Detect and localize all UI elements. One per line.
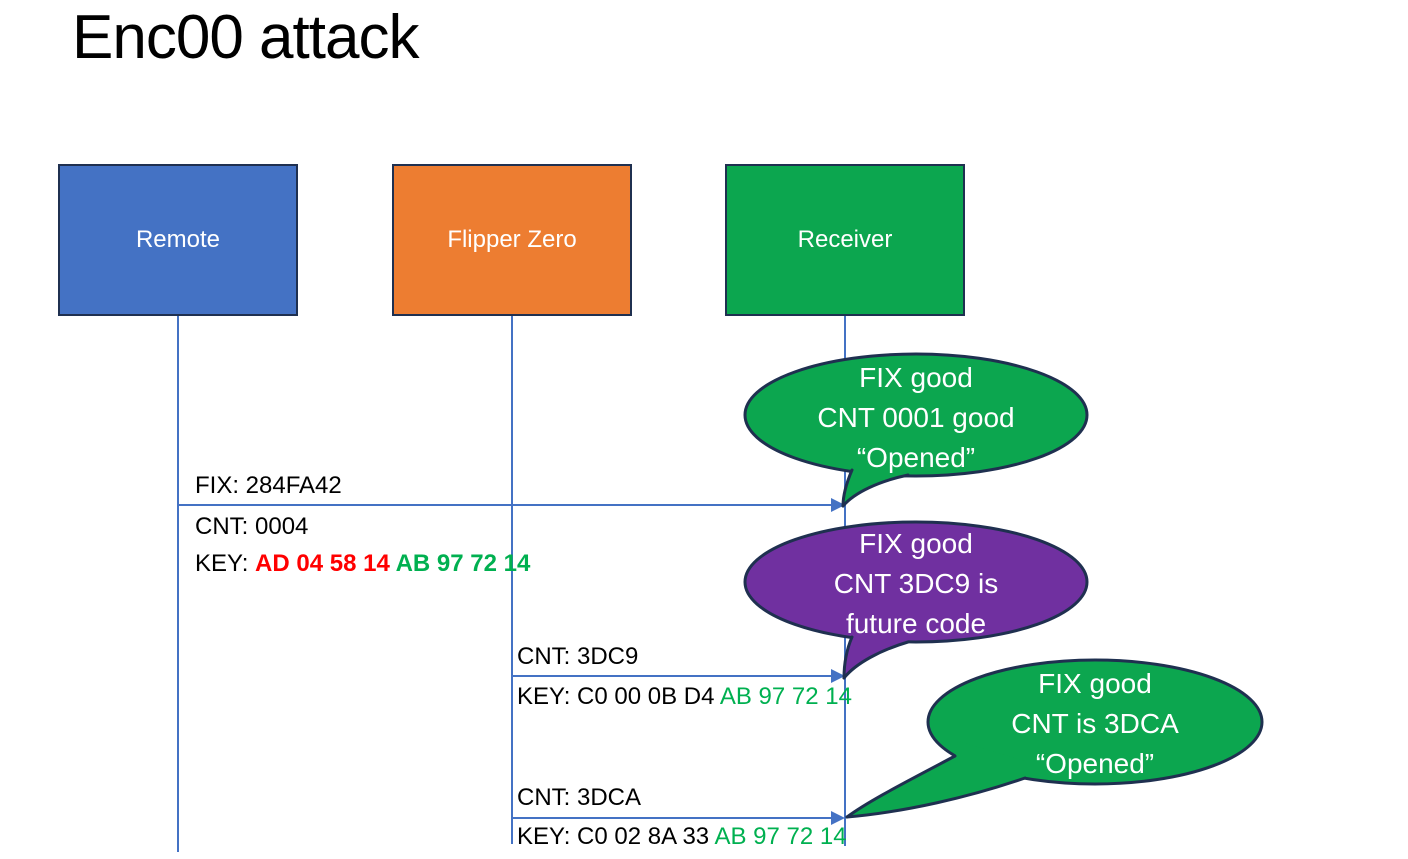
- message3-key-prefix: KEY:: [517, 823, 578, 850]
- callout3-line: FIX good: [1038, 668, 1152, 699]
- message3-key-fixed-bytes: AB 97 72 14: [714, 823, 847, 850]
- message3-key-label: KEY: C0 02 8A 33 AB 97 72 14: [517, 823, 847, 851]
- lifeline-remote: [177, 316, 179, 852]
- callout1-line: CNT 0001 good: [817, 402, 1015, 433]
- message1-key-label: KEY: AD 04 58 14 AB 97 72 14: [195, 550, 530, 578]
- actor-label-remote: Remote: [135, 226, 221, 253]
- callout-tail-edge: [841, 473, 910, 508]
- actor-label-flipper-zero: Flipper Zero: [447, 226, 577, 253]
- actor-box-receiver: Receiver: [725, 164, 965, 316]
- callout1-text: FIX good CNT 0001 good “Opened”: [746, 358, 1086, 478]
- message3-arrow-line: [512, 817, 832, 819]
- message1-key-fixed-bytes: AB 97 72 14: [395, 550, 531, 577]
- callout2-text: FIX good CNT 3DC9 is future code: [746, 524, 1086, 644]
- callout2-line: FIX good: [859, 528, 973, 559]
- lifeline-flipper-zero: [511, 316, 513, 844]
- message2-key-label: KEY: C0 00 0B D4 AB 97 72 14: [517, 683, 852, 711]
- callout-tail-edge: [842, 635, 854, 680]
- callout2-line: future code: [845, 608, 987, 639]
- message1-arrowhead-icon: [831, 498, 845, 512]
- callout-bubble-body: [926, 658, 1264, 786]
- callout3-line: “Opened”: [1035, 748, 1155, 779]
- callout-tail-edge: [845, 776, 1027, 819]
- callout-bubble-tail: [843, 457, 908, 506]
- actor-box-flipper-zero: Flipper Zero: [392, 164, 632, 316]
- callout-bubble-opened-1: [743, 352, 1089, 508]
- callout1-line: “Opened”: [856, 442, 976, 473]
- message1-arrow-line: [178, 504, 832, 506]
- actor-box-remote: Remote: [58, 164, 298, 316]
- callout-bubble-tail: [847, 741, 1025, 817]
- callout-bubble-tail: [844, 624, 908, 678]
- callout-bubble-body: [743, 352, 1089, 478]
- message2-key-changing-bytes: C0 00 0B D4: [577, 683, 720, 710]
- message2-cnt-label: CNT: 3DC9: [517, 643, 639, 670]
- message1-cnt-label: CNT: 0004: [195, 513, 309, 540]
- callout-bubble-future-code: [743, 520, 1089, 680]
- message2-key-fixed-bytes: AB 97 72 14: [719, 683, 852, 710]
- message2-arrow-line: [512, 675, 832, 677]
- actor-label-receiver: Receiver: [797, 226, 893, 253]
- message2-arrowhead-icon: [831, 669, 845, 683]
- callout-bubble-body: [743, 520, 1089, 644]
- callout3-line: CNT is 3DCA: [1011, 708, 1179, 739]
- callout-tail-edge: [841, 468, 854, 508]
- message2-key-prefix: KEY:: [517, 683, 578, 710]
- callout-tail-edge: [845, 754, 957, 819]
- message3-arrowhead-icon: [831, 811, 845, 825]
- callout-bubble-opened-2: [845, 658, 1264, 819]
- callout1-line: FIX good: [859, 362, 973, 393]
- slide-title: Enc00 attack: [72, 3, 419, 72]
- message3-cnt-label: CNT: 3DCA: [517, 784, 642, 811]
- message1-key-changing-bytes: AD 04 58 14: [255, 550, 396, 577]
- callout-tail-edge: [842, 640, 910, 680]
- message3-key-changing-bytes: C0 02 8A 33: [577, 823, 715, 850]
- message1-fix-label: FIX: 284FA42: [195, 472, 342, 499]
- message1-key-prefix: KEY:: [195, 550, 256, 577]
- callout2-line: CNT 3DC9 is: [833, 568, 999, 599]
- callout3-text: FIX good CNT is 3DCA “Opened”: [925, 664, 1265, 784]
